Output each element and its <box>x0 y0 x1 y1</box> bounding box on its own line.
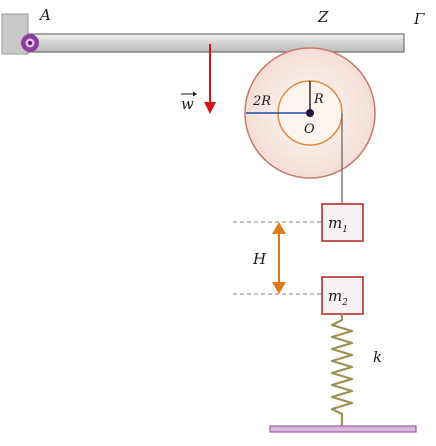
rod <box>27 33 405 53</box>
label-inner-radius: R <box>313 92 324 107</box>
hinge-icon <box>21 34 39 52</box>
label-center: O <box>304 122 315 137</box>
svg-text:w: w <box>181 95 194 113</box>
label-height: H <box>252 250 267 268</box>
label-contact-point: Z <box>317 8 329 26</box>
ground <box>269 425 417 433</box>
label-spring: k <box>373 348 382 366</box>
spring <box>330 314 354 426</box>
label-rod-end: Γ <box>413 10 425 28</box>
label-hinge: A <box>38 6 51 24</box>
mass-1-block <box>321 203 364 242</box>
weight-arrow <box>204 44 216 114</box>
weight-label: w <box>181 91 197 113</box>
mass-2-block <box>321 276 364 315</box>
label-outer-radius: 2R <box>252 94 271 109</box>
label-mass-1: m1 <box>328 214 348 235</box>
wall <box>1 13 29 55</box>
label-mass-2: m2 <box>328 287 348 308</box>
center-point <box>306 109 314 117</box>
height-arrow <box>272 222 286 294</box>
